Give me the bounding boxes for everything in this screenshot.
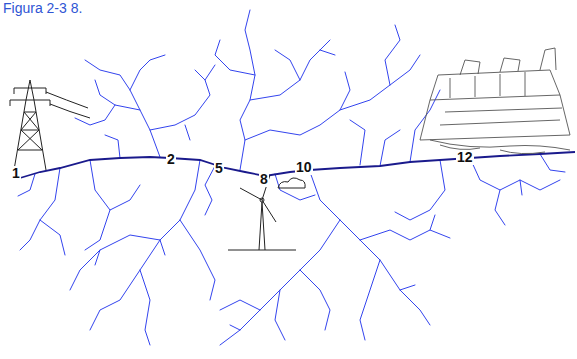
callout-number: 8 [259, 172, 269, 187]
callout-number: 10 [295, 160, 313, 175]
callout-number: 12 [456, 150, 474, 165]
callout-number: 5 [214, 161, 224, 176]
transmission-tower [10, 80, 90, 170]
callout-number: 1 [11, 166, 21, 181]
main-feeder [20, 152, 575, 178]
callout-number: 2 [166, 152, 176, 167]
feeder-branches [18, 10, 565, 345]
hydro-plant [420, 48, 570, 154]
figure-heading: Figura 2-3 8. [2, 1, 83, 16]
